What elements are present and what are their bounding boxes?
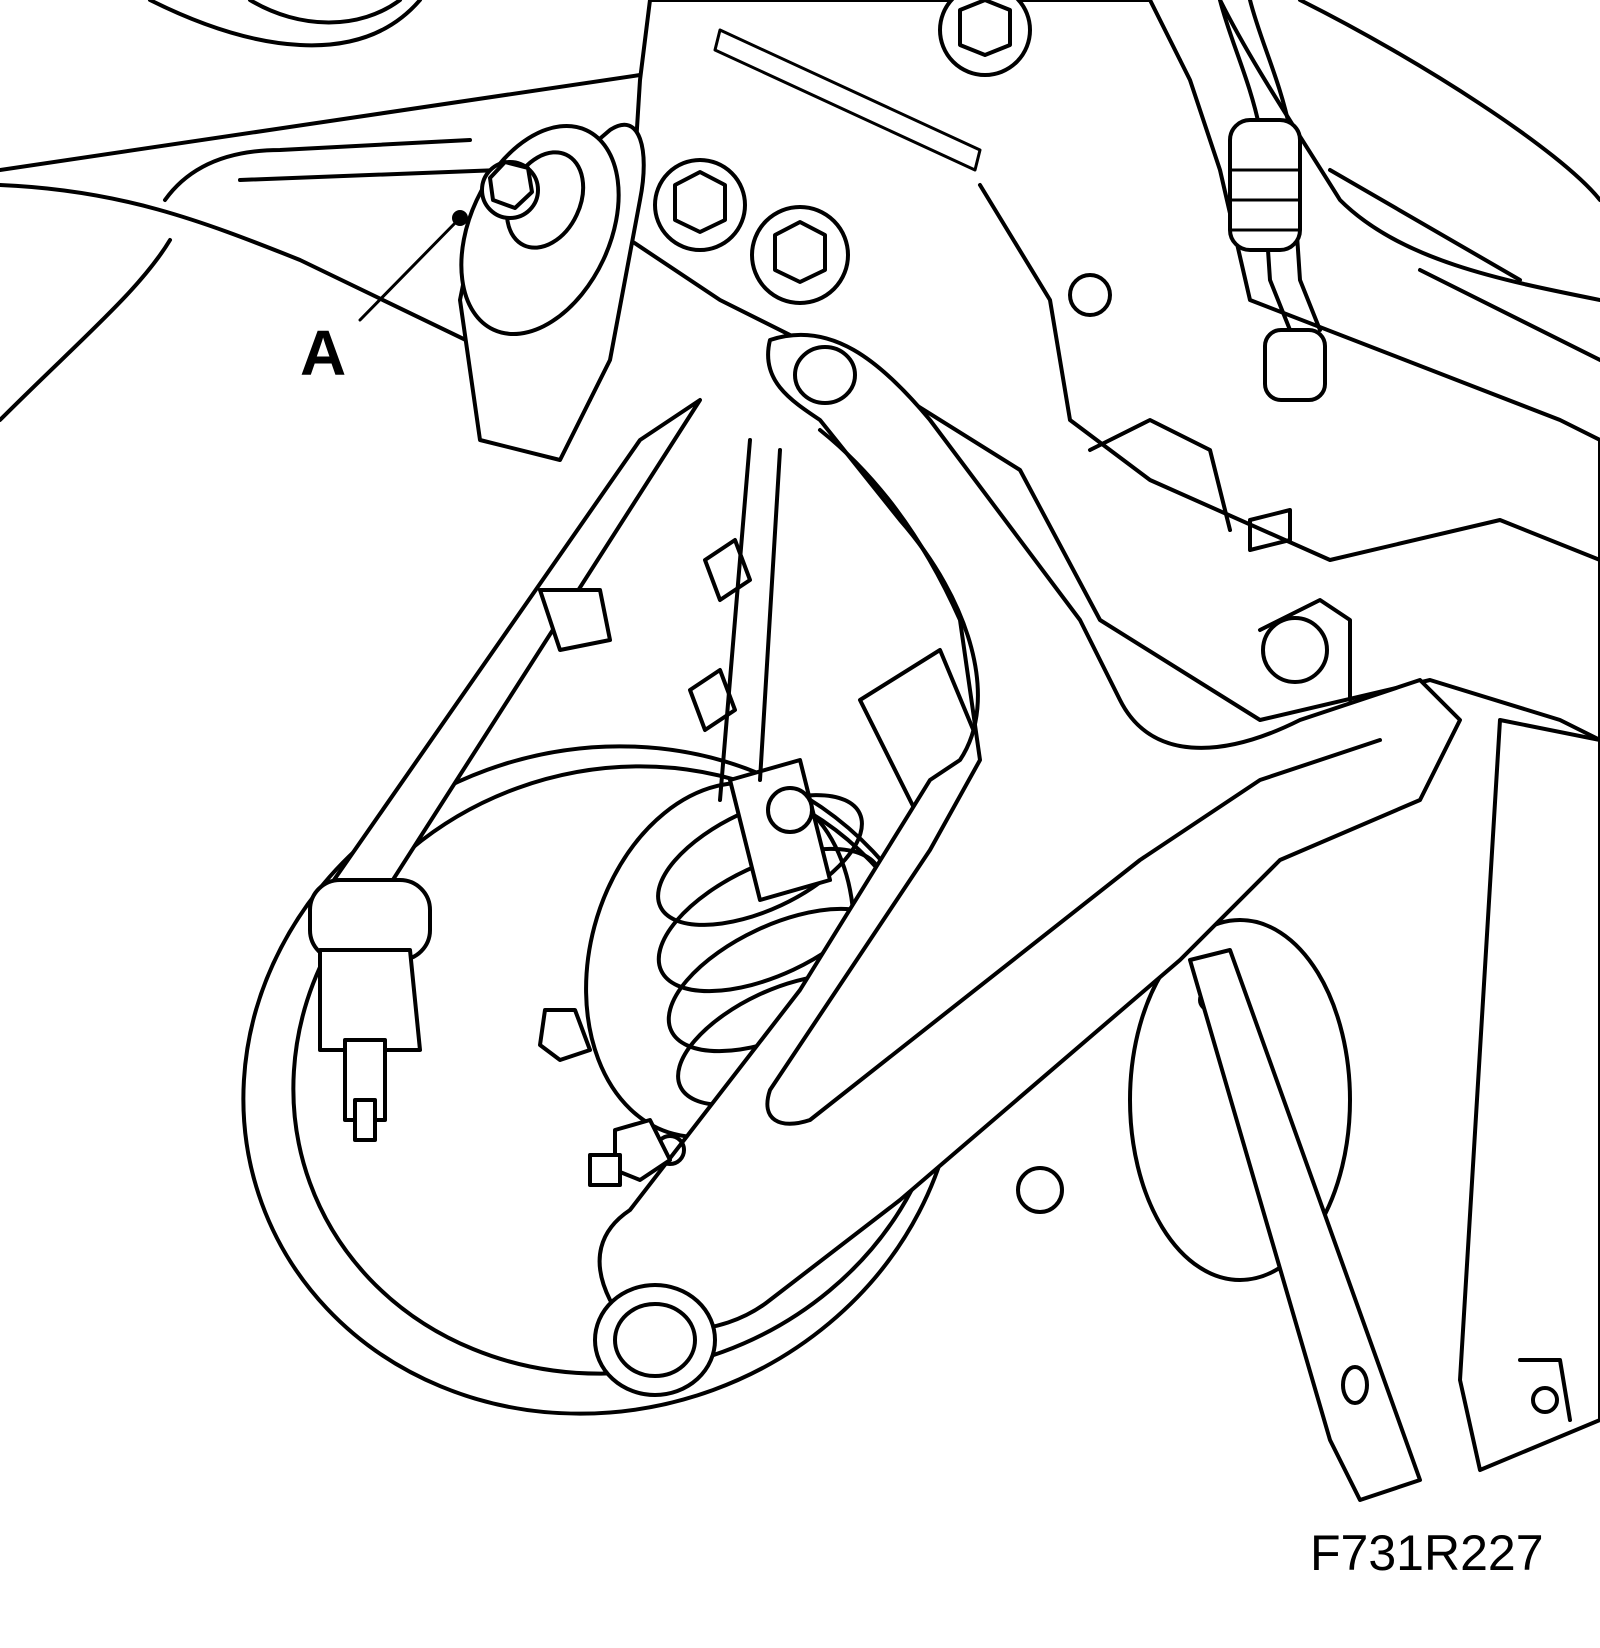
callout-a: A	[300, 210, 468, 389]
knuckle-bolts	[538, 1008, 672, 1187]
bracket-bolts	[653, 0, 1329, 684]
toe-link	[308, 398, 702, 1142]
callout-label: A	[300, 317, 346, 389]
bushing-housing	[458, 122, 646, 462]
figure-code: F731R227	[1310, 1525, 1544, 1581]
callout-dot	[452, 210, 468, 226]
subframe-bracket	[628, 0, 1600, 742]
lateral-strut	[1188, 718, 1600, 1502]
brake-line	[1218, 0, 1327, 402]
